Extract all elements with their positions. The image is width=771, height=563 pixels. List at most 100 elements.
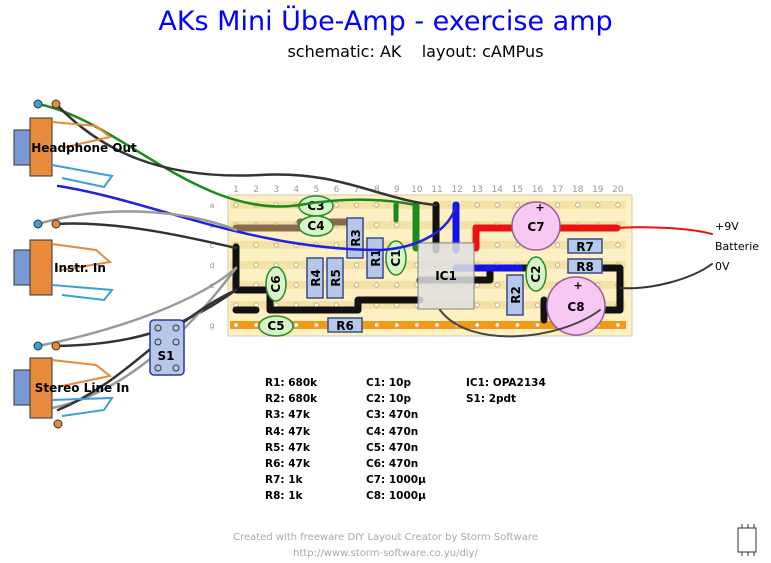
board-hole bbox=[534, 322, 541, 328]
column-number: 6 bbox=[334, 185, 340, 195]
resistors bbox=[306, 217, 603, 333]
parts-list-other: IC1: OPA2134 S1: 2pdt bbox=[466, 375, 546, 407]
part-item: R7: 1k bbox=[265, 474, 303, 487]
board-hole bbox=[253, 262, 259, 268]
board-hole bbox=[474, 202, 480, 208]
column-number: 19 bbox=[592, 185, 604, 195]
column-number: 7 bbox=[354, 185, 360, 195]
board-hole bbox=[394, 222, 400, 228]
row-letter: d bbox=[209, 261, 214, 270]
part-item: R4: 47k bbox=[265, 425, 310, 438]
column-number: 14 bbox=[492, 185, 504, 195]
part-item: C5: 470n bbox=[366, 441, 419, 454]
instr-label: Instr. In bbox=[54, 261, 106, 275]
r4-body bbox=[306, 257, 324, 299]
board-hole bbox=[374, 222, 380, 228]
r1-label: R1 bbox=[369, 249, 383, 267]
part-item: R8: 1k bbox=[265, 490, 303, 503]
r5-label: R5 bbox=[329, 269, 343, 287]
stereo-jack bbox=[13, 341, 114, 429]
board-hole bbox=[514, 242, 521, 248]
row-letter: c bbox=[210, 241, 214, 250]
parts-list-resistors: R1: 680k R2: 680k R3: 47k R4: 47k R5: 47… bbox=[265, 375, 317, 505]
board-hole bbox=[514, 202, 521, 208]
c7-body bbox=[511, 201, 561, 251]
part-item: C8: 1000µ bbox=[366, 490, 426, 503]
s1-label: S1 bbox=[158, 349, 175, 363]
board-hole bbox=[554, 262, 561, 268]
column-number: 10 bbox=[411, 185, 423, 195]
r4-label: R4 bbox=[309, 269, 323, 287]
c7-label: C7 bbox=[527, 220, 544, 234]
c7-plus: + bbox=[535, 201, 544, 214]
board-hole bbox=[353, 262, 360, 268]
ic1-chip bbox=[417, 242, 475, 310]
part-item: S1: 2pdt bbox=[466, 393, 517, 406]
board-hole bbox=[374, 322, 380, 328]
column-number: 16 bbox=[532, 185, 544, 195]
headphone-jack bbox=[13, 99, 114, 189]
c8-label: C8 bbox=[567, 300, 584, 314]
c8-plus: + bbox=[573, 279, 582, 292]
r8-label: R8 bbox=[576, 260, 594, 274]
board-hole bbox=[474, 302, 480, 308]
board-hole bbox=[233, 322, 239, 328]
c5-body bbox=[258, 315, 294, 337]
c2-label: C2 bbox=[529, 265, 543, 282]
r7-body bbox=[567, 238, 603, 254]
ic1-label: IC1 bbox=[435, 269, 457, 283]
r2-label: R2 bbox=[509, 286, 523, 304]
page-title: AKs Mini Übe-Amp - exercise amp bbox=[158, 6, 613, 37]
r1-body bbox=[366, 237, 384, 279]
column-number: 8 bbox=[374, 185, 380, 195]
column-number: 18 bbox=[572, 185, 584, 195]
board-hole bbox=[615, 322, 621, 328]
column-number: 2 bbox=[253, 185, 259, 195]
column-number: 9 bbox=[394, 185, 400, 195]
r2-body bbox=[506, 274, 524, 316]
footer-url[interactable]: http://www.storm-software.co.yu/diy/ bbox=[293, 548, 478, 559]
board-hole bbox=[293, 282, 299, 288]
column-number: 20 bbox=[612, 185, 624, 195]
board-hole bbox=[494, 322, 500, 328]
battery-label: Batterie bbox=[715, 240, 759, 253]
board-hole bbox=[333, 242, 340, 248]
row-letter: g bbox=[209, 321, 214, 330]
board-hole bbox=[333, 202, 340, 208]
part-item: C7: 1000µ bbox=[366, 474, 426, 487]
board-hole bbox=[394, 322, 400, 328]
board-hole bbox=[514, 322, 521, 328]
column-number: 13 bbox=[471, 185, 482, 195]
board-hole bbox=[494, 242, 500, 248]
c6-body bbox=[265, 266, 287, 302]
column-number: 5 bbox=[314, 185, 320, 195]
r6-body bbox=[327, 317, 363, 333]
column-number: 1 bbox=[233, 185, 239, 195]
s1-switch: S1 bbox=[149, 319, 185, 376]
board-hole bbox=[353, 202, 360, 208]
board-hole bbox=[575, 202, 581, 208]
part-item: R3: 47k bbox=[265, 409, 310, 422]
row-letter: a bbox=[210, 201, 215, 210]
part-item: R1: 680k bbox=[265, 377, 318, 389]
instr-jack bbox=[13, 219, 114, 302]
board-hole bbox=[233, 202, 239, 208]
column-number: 15 bbox=[512, 185, 523, 195]
board-hole bbox=[374, 282, 380, 288]
page-subtitle: schematic: AK layout: cAMPus bbox=[287, 42, 544, 61]
copper-strip bbox=[230, 221, 626, 229]
c2-body bbox=[525, 256, 547, 292]
board-hole bbox=[353, 282, 360, 288]
headphone-label: Headphone Out bbox=[31, 141, 137, 155]
board-hole bbox=[273, 242, 279, 248]
r5-body bbox=[326, 257, 344, 299]
column-number: 11 bbox=[431, 185, 442, 195]
board-hole bbox=[534, 302, 541, 308]
board-hole bbox=[414, 322, 420, 328]
c1-label: C1 bbox=[389, 249, 403, 266]
board-hole bbox=[253, 322, 259, 328]
column-number: 17 bbox=[552, 185, 563, 195]
board-hole bbox=[474, 322, 480, 328]
